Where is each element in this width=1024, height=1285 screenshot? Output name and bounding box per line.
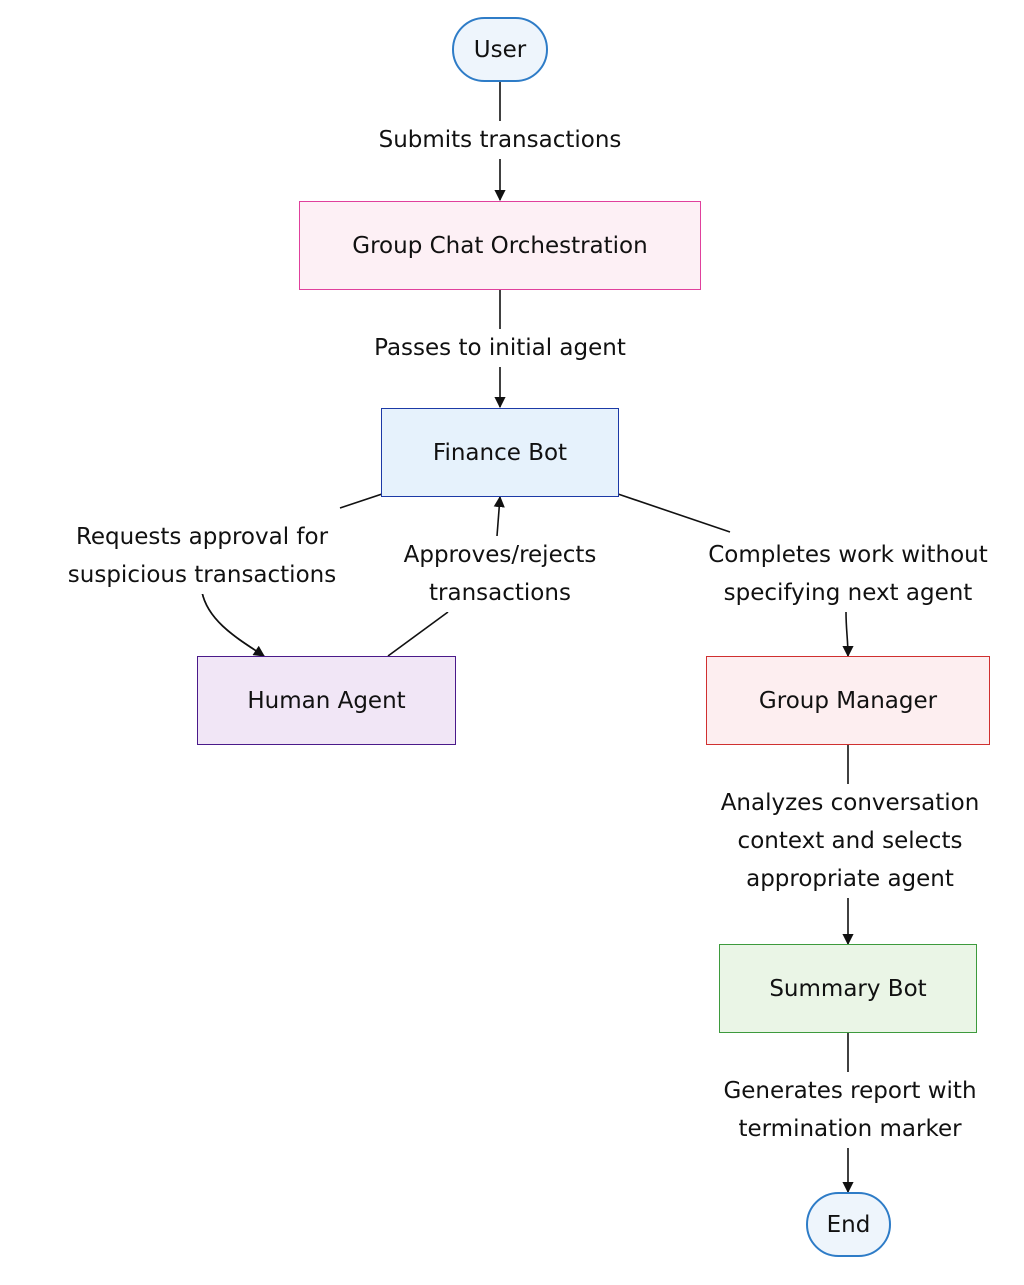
node-group-manager: Group Manager bbox=[706, 656, 990, 745]
node-summary-bot: Summary Bot bbox=[719, 944, 977, 1033]
node-end-label: End bbox=[826, 1211, 871, 1238]
edge-label-passes: Passes to initial agent bbox=[360, 329, 640, 367]
edge-label-completes: Completes work without specifying next a… bbox=[694, 536, 1002, 612]
node-user-label: User bbox=[473, 36, 527, 63]
node-end: End bbox=[806, 1192, 891, 1257]
node-orchestration: Group Chat Orchestration bbox=[299, 201, 701, 290]
edge-completes bbox=[617, 493, 731, 533]
edge-label-submits: Submits transactions bbox=[364, 121, 636, 159]
edge-approves-arrow bbox=[493, 495, 505, 537]
edge-requests-arrow bbox=[201, 591, 265, 657]
edge-label-requests: Requests approval for suspicious transac… bbox=[52, 518, 352, 594]
node-human-agent: Human Agent bbox=[197, 656, 456, 745]
node-finance-bot-label: Finance Bot bbox=[432, 439, 568, 466]
edge-label-analyzes: Analyzes conversation context and select… bbox=[702, 784, 998, 898]
node-group-manager-label: Group Manager bbox=[758, 687, 938, 714]
node-user: User bbox=[452, 17, 548, 82]
edge-label-approves: Approves/rejects transactions bbox=[384, 536, 616, 612]
node-orchestration-label: Group Chat Orchestration bbox=[352, 232, 648, 259]
node-summary-bot-label: Summary Bot bbox=[769, 975, 927, 1002]
edge-completes-arrow bbox=[842, 611, 854, 658]
node-human-agent-label: Human Agent bbox=[247, 687, 406, 714]
edge-approves bbox=[387, 611, 449, 657]
edge-label-generates: Generates report with termination marker bbox=[706, 1072, 994, 1148]
node-finance-bot: Finance Bot bbox=[381, 408, 619, 497]
